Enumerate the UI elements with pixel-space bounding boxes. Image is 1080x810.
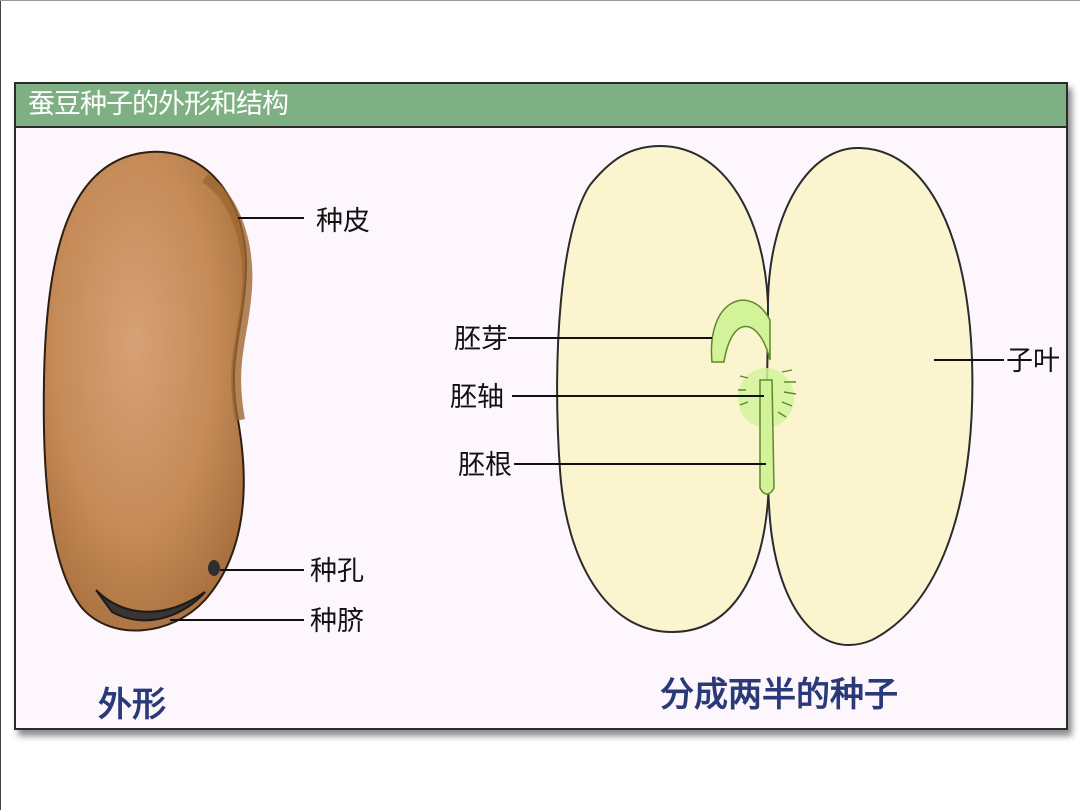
title-bar: 蚕豆种子的外形和结构	[16, 84, 1066, 128]
cotyledon-right	[765, 146, 974, 646]
frame-border	[0, 0, 1, 810]
radicle-shape	[759, 379, 775, 495]
leader-lines	[170, 217, 1004, 621]
label-radicle: 胚根	[458, 450, 512, 481]
cotyledon-left	[556, 144, 771, 634]
caption-split-seed: 分成两半的种子	[660, 675, 898, 715]
hypocotyl-hairs	[738, 369, 797, 418]
plumule-shape	[710, 299, 771, 363]
label-cotyledon: 子叶	[1006, 346, 1060, 377]
seed-coat-outline	[42, 150, 248, 632]
label-plumule: 胚芽	[454, 324, 508, 355]
embryo	[710, 299, 797, 495]
micropyle-mark	[208, 560, 220, 576]
label-hilum: 种脐	[310, 606, 364, 637]
frame-border-top	[0, 0, 1080, 1]
label-hypocotyl: 胚轴	[450, 382, 504, 413]
caption-exterior: 外形	[98, 685, 166, 725]
diagram-title: 蚕豆种子的外形和结构	[28, 89, 289, 120]
hilum-mark	[95, 589, 206, 622]
bean-exterior	[42, 150, 253, 632]
split-seed	[556, 144, 974, 646]
label-micropyle: 种孔	[310, 556, 364, 587]
label-seed-coat: 种皮	[316, 206, 370, 237]
seed-coat-rim	[202, 173, 253, 421]
